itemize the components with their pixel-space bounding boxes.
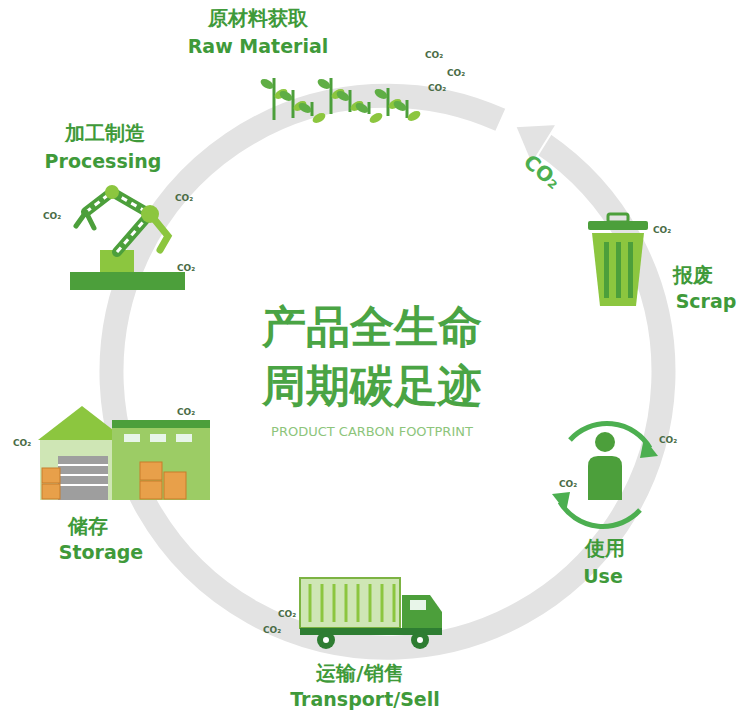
- stage-name: 原材料获取: [208, 7, 308, 30]
- co2-mark: CO₂: [177, 263, 195, 273]
- co2-mark: CO₂: [425, 50, 443, 60]
- robot-arm-icon: [70, 185, 185, 290]
- plants-icon: [259, 77, 422, 125]
- co2-mark: CO₂: [653, 225, 671, 235]
- lifecycle-ring: [111, 96, 663, 648]
- co2-mark: CO₂: [175, 193, 193, 203]
- stage-name: 储存: [68, 515, 108, 538]
- co2-mark: CO₂: [43, 211, 61, 221]
- stage-name: 运输/销售: [316, 662, 403, 685]
- trash-can-icon: [588, 214, 648, 306]
- stage-name-en: Storage: [59, 542, 144, 564]
- stage-name: 报废: [673, 264, 713, 287]
- use-icon: [552, 424, 658, 527]
- stage-name-en: Raw Material: [188, 36, 329, 58]
- co2-mark: CO₂: [263, 625, 281, 635]
- co2-mark: CO₂: [177, 407, 195, 417]
- stage-name-en: Use: [583, 566, 623, 588]
- co2-mark: CO₂: [559, 479, 577, 489]
- warehouse-icon: [38, 406, 210, 500]
- co2-mark: CO₂: [659, 435, 677, 445]
- stage-name-en: Scrap: [676, 291, 737, 313]
- co2-mark: CO₂: [428, 83, 446, 93]
- subtitle: PRODUCT CARBON FOOTPRINT: [271, 425, 473, 440]
- co2-mark: CO₂: [447, 68, 465, 78]
- stage-name-en: Transport/Sell: [290, 689, 440, 711]
- co2-mark: CO₂: [13, 438, 31, 448]
- stage-name: 使用: [585, 537, 625, 560]
- stage-name: 加工制造: [65, 122, 145, 145]
- stage-name-en: Processing: [45, 151, 162, 173]
- truck-icon: [300, 578, 442, 649]
- co2-mark: CO₂: [278, 609, 296, 619]
- diagram-title: 产品全生命 周期碳足迹: [252, 297, 492, 415]
